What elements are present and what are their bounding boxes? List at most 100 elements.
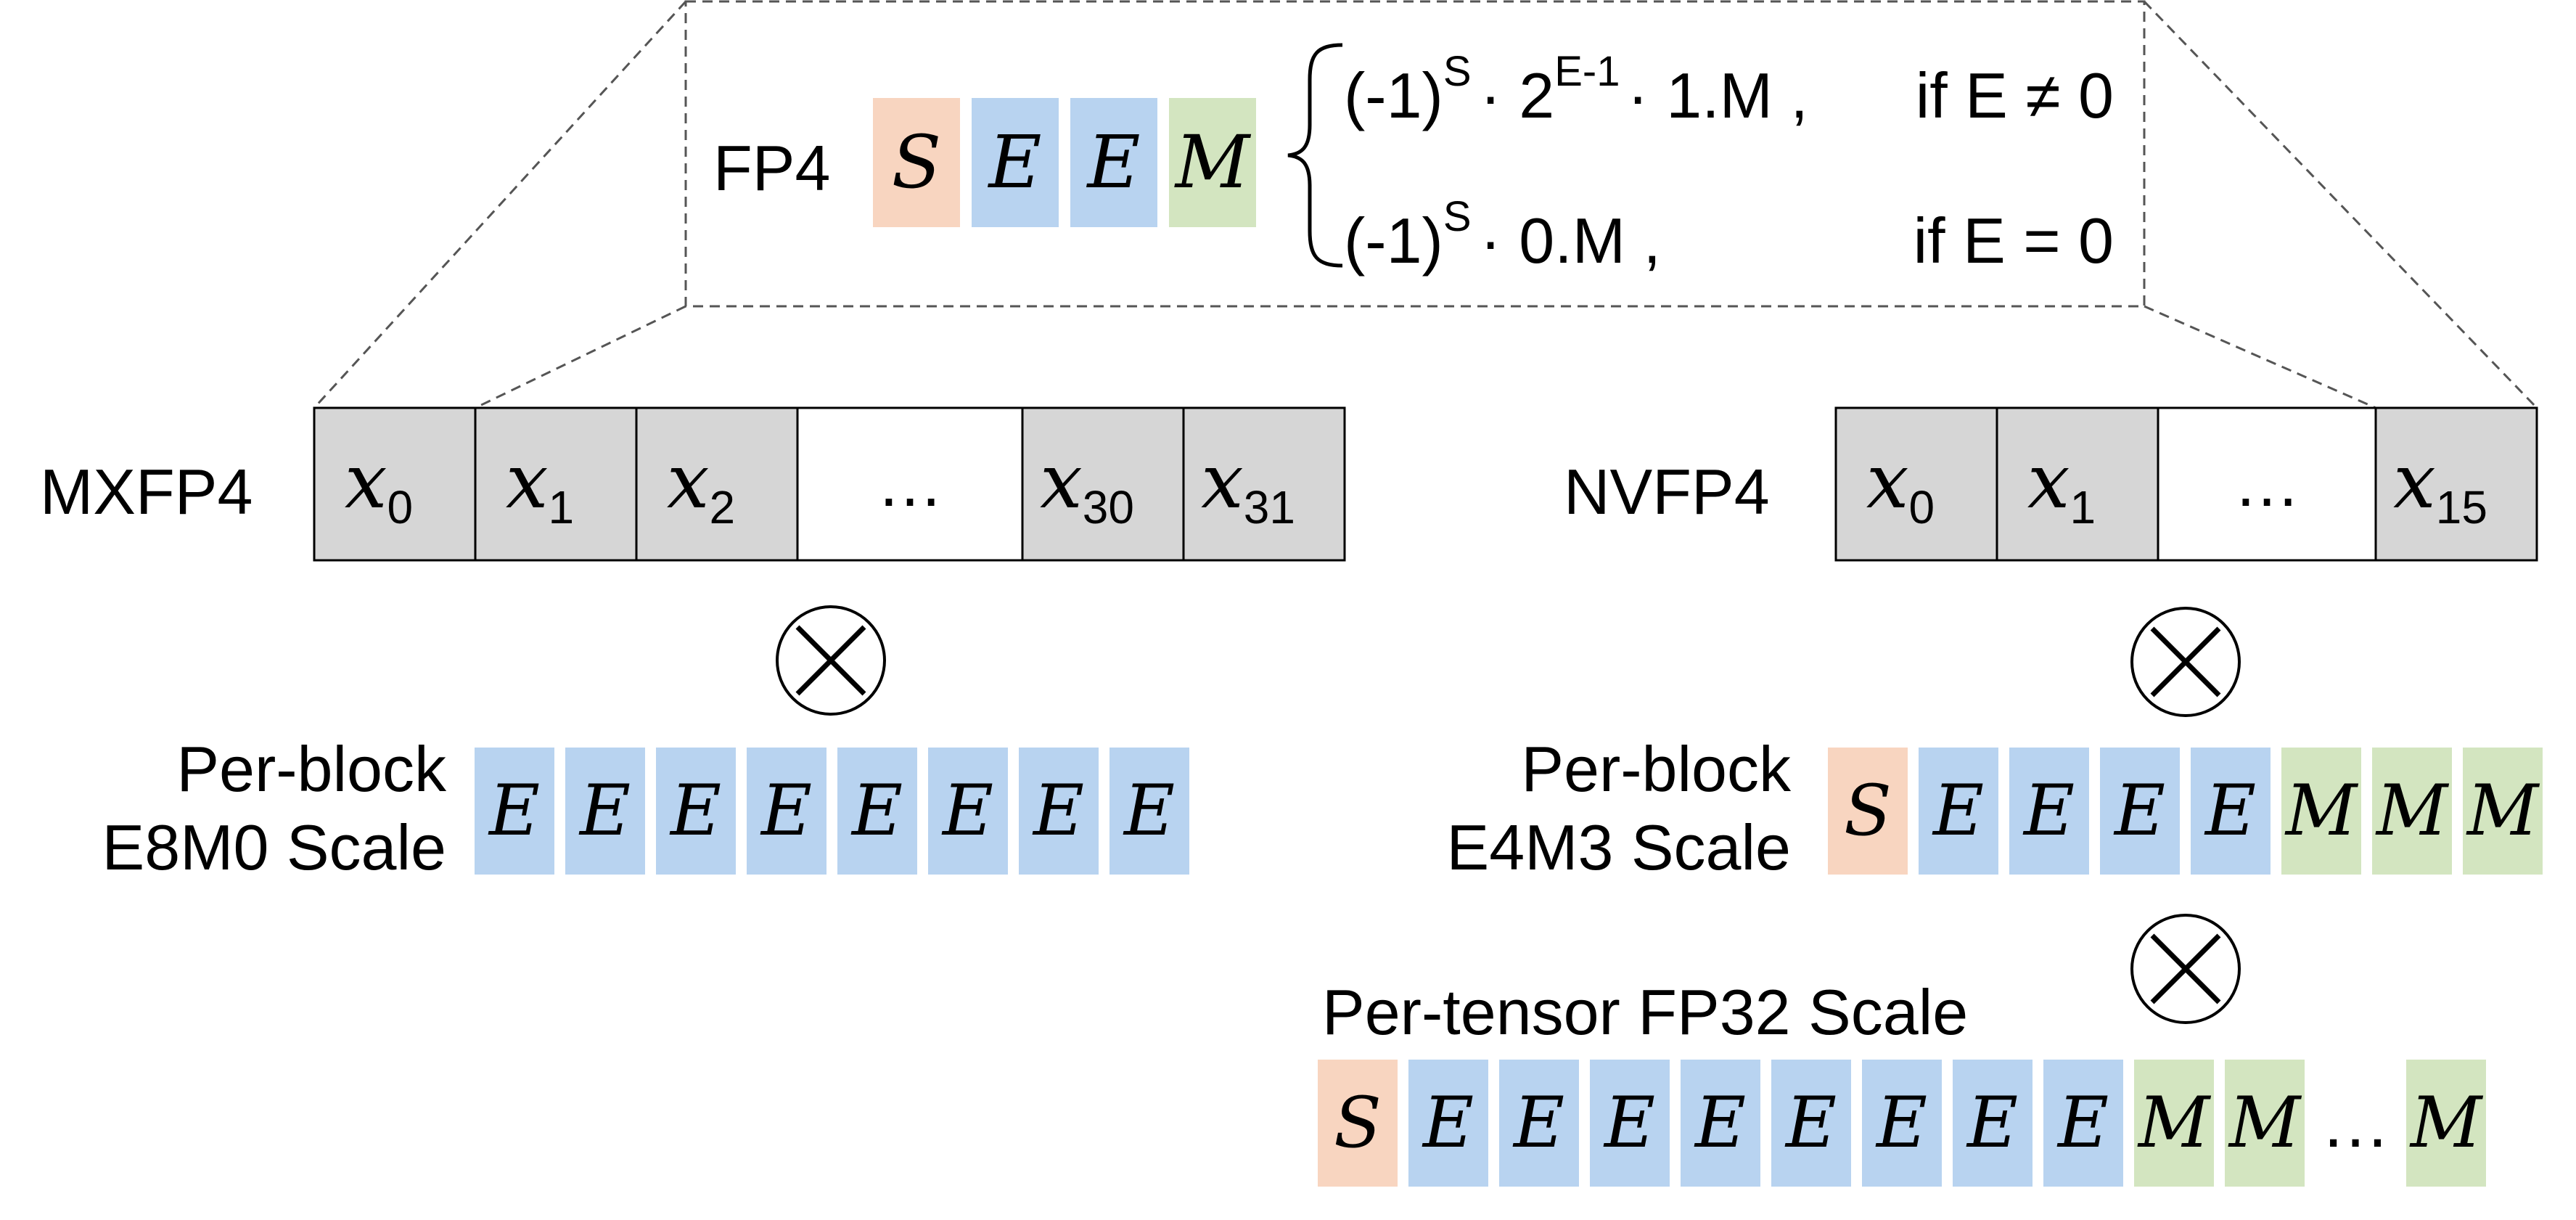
bit-label: E	[1784, 1082, 1837, 1163]
bit-label: E	[2022, 770, 2075, 851]
mxfp4-scale-label-line1: Per-block	[176, 733, 447, 805]
bit-label: E	[488, 770, 540, 851]
formula-subnormal-tail: · 0.M ,	[1480, 205, 1661, 277]
bit-cell	[1109, 748, 1189, 875]
bit-label: M	[2409, 1082, 2484, 1163]
bit-cell	[2043, 1060, 2123, 1187]
bit-cell	[2225, 1060, 2305, 1187]
bit-cell	[747, 748, 826, 875]
formula-normal-tail: · 1.M ,	[1628, 60, 1808, 131]
formula-brace	[1287, 43, 1343, 268]
bit-cell	[837, 748, 917, 875]
element-subscript: 0	[387, 481, 414, 533]
bit-label: E	[1875, 1082, 1927, 1163]
bit-cell	[2009, 748, 2089, 875]
bit-label: E	[578, 770, 631, 851]
bit-cell	[2463, 748, 2543, 875]
element-subscript: 2	[710, 481, 736, 533]
element-symbol: x15	[2393, 437, 2487, 533]
bit-label: E	[850, 770, 903, 851]
projection-line-mx-left	[313, 0, 687, 409]
element-subscript: 15	[2436, 481, 2487, 533]
element-symbol: x0	[345, 437, 413, 533]
bit-cell	[1681, 1060, 1760, 1187]
bit-label: E	[669, 770, 721, 851]
nvfp4-scale-label-line1: Per-block	[1521, 733, 1792, 805]
formula-normal: (-1)S· 2E-1· 1.M ,	[1344, 48, 1808, 131]
element-cell	[313, 406, 477, 562]
bit-cell	[1590, 1060, 1670, 1187]
ellipsis: …	[2234, 446, 2300, 520]
bit-cell	[475, 748, 554, 875]
mxfp4-label: MXFP4	[40, 456, 253, 528]
bit-cell	[1318, 1060, 1398, 1187]
element-cell	[1021, 406, 1185, 562]
element-symbol: x2	[667, 437, 735, 533]
ellipsis: …	[877, 446, 943, 520]
nvfp4-label: NVFP4	[1564, 456, 1770, 528]
bit-cell	[565, 748, 645, 875]
bit-label: S	[892, 120, 942, 205]
element-base: x	[1040, 437, 1083, 525]
tensor-multiply-icon	[2130, 914, 2241, 1024]
element-symbol: x30	[1040, 437, 1134, 533]
bit-label: E	[1086, 120, 1141, 205]
bit-label: E	[2056, 1082, 2109, 1163]
bit-cell	[1953, 1060, 2033, 1187]
bit-label: E	[1032, 770, 1084, 851]
tensor-scale-label: Per-tensor FP32 Scale	[1322, 976, 1968, 1048]
element-base: x	[506, 437, 549, 525]
bit-label: S	[1844, 770, 1892, 851]
element-base: x	[1201, 437, 1244, 525]
bit-cell	[1771, 1060, 1851, 1187]
fp4-detail-box	[684, 0, 2146, 308]
bit-label: E	[1966, 1082, 2018, 1163]
mxfp4-multiply-icon	[776, 605, 886, 716]
bit-label: E	[1694, 1082, 1746, 1163]
formula-subnormal-condition: if E = 0	[1913, 205, 2114, 277]
element-cell	[1182, 406, 1346, 562]
bit-cell	[656, 748, 736, 875]
fp4-label: FP4	[713, 132, 830, 204]
formula-normal-condition: if E ≠ 0	[1916, 60, 2114, 131]
element-base: x	[345, 437, 387, 525]
formula-normal-mid: · 2	[1480, 60, 1555, 131]
projection-line-nv-right	[2144, 305, 2376, 409]
bit-cell	[1019, 748, 1099, 875]
ellipsis-cell	[796, 406, 1024, 562]
element-subscript: 1	[549, 481, 575, 533]
bit-label: E	[1512, 1082, 1564, 1163]
element-symbol: x1	[2027, 437, 2096, 533]
formula-subnormal: (-1)S· 0.M ,	[1344, 193, 1661, 277]
bit-label: E	[760, 770, 812, 851]
bit-cell	[1862, 1060, 1942, 1187]
bit-cell	[2134, 1060, 2214, 1187]
element-subscript: 30	[1083, 481, 1134, 533]
bit-label: E	[1932, 770, 1984, 851]
formula-subnormal-sign-exp: S	[1443, 193, 1472, 240]
bit-label: M	[2375, 770, 2450, 851]
element-base: x	[2393, 437, 2436, 525]
ellipsis: …	[2321, 1084, 2390, 1162]
bit-cell	[1070, 98, 1157, 227]
element-subscript: 0	[1909, 481, 1935, 533]
element-cell	[635, 406, 799, 562]
bit-label: E	[941, 770, 993, 851]
nvfp4-multiply-icon	[2130, 607, 2241, 717]
bit-cell	[2372, 748, 2452, 875]
bit-label: M	[2137, 1082, 2212, 1163]
formula-normal-sign-exp: S	[1443, 48, 1472, 95]
bit-cell	[1499, 1060, 1579, 1187]
element-cell	[1995, 406, 2159, 562]
bit-cell	[2406, 1060, 2486, 1187]
projection-line-nv-left	[2143, 0, 2538, 409]
bit-label: E	[1123, 770, 1175, 851]
element-symbol: x0	[1866, 437, 1935, 533]
